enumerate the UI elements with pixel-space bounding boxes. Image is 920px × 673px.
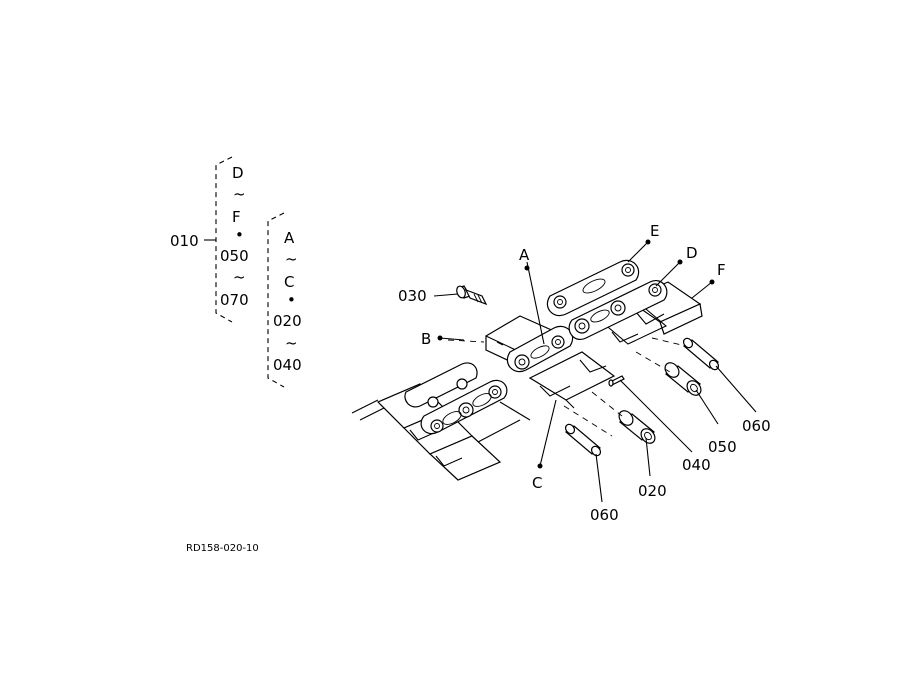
legend-g1-line-2: ~ <box>233 185 246 203</box>
legend-g1-line-7: 070 <box>220 291 249 309</box>
legend-bracket-group-2 <box>267 212 285 388</box>
legend-g1-line-5: 050 <box>220 247 249 265</box>
diagram-code: RD158-020-10 <box>186 543 259 554</box>
callout-e: E <box>650 222 659 240</box>
assembly-code-label: 010 <box>170 232 199 250</box>
callout-060-upper: 060 <box>742 417 771 435</box>
legend-g2-line-6: ~ <box>285 334 298 352</box>
assembly-guide-lines <box>447 337 687 437</box>
legend-g1-line-6: ~ <box>233 268 246 286</box>
track-chain-upper <box>546 259 703 345</box>
pin-060-lower <box>564 423 602 457</box>
legend-g2-line-1: A <box>284 229 295 247</box>
legend-bracket-group-1 <box>204 156 233 323</box>
pin-060-upper <box>682 337 720 371</box>
legend-g1-line-3: F <box>232 208 241 226</box>
legend-g2-line-5: 020 <box>273 312 302 330</box>
legend-g2-line-7: 040 <box>273 356 302 374</box>
legend-g2-line-3: C <box>284 273 294 291</box>
legend-g1-line-1: D <box>232 164 244 182</box>
callout-a: A <box>519 246 530 264</box>
track-chain-lower <box>351 362 531 481</box>
legend-g2-line-4: • <box>287 291 296 309</box>
callout-b: B <box>421 330 431 348</box>
callout-f: F <box>717 261 726 279</box>
callout-d: D <box>686 244 698 262</box>
track-link-center <box>485 315 616 409</box>
legend-g1-line-4: • <box>235 226 244 244</box>
callout-050: 050 <box>708 438 737 456</box>
leader-lines <box>433 239 757 503</box>
pin-040 <box>608 375 625 387</box>
callout-060-lower: 060 <box>590 506 619 524</box>
callout-c: C <box>532 474 542 492</box>
bolt-030 <box>456 285 488 306</box>
legend-g2-line-2: ~ <box>285 250 298 268</box>
callout-020: 020 <box>638 482 667 500</box>
bushing-020 <box>618 410 656 444</box>
callout-040: 040 <box>682 456 711 474</box>
callout-030: 030 <box>398 287 427 305</box>
